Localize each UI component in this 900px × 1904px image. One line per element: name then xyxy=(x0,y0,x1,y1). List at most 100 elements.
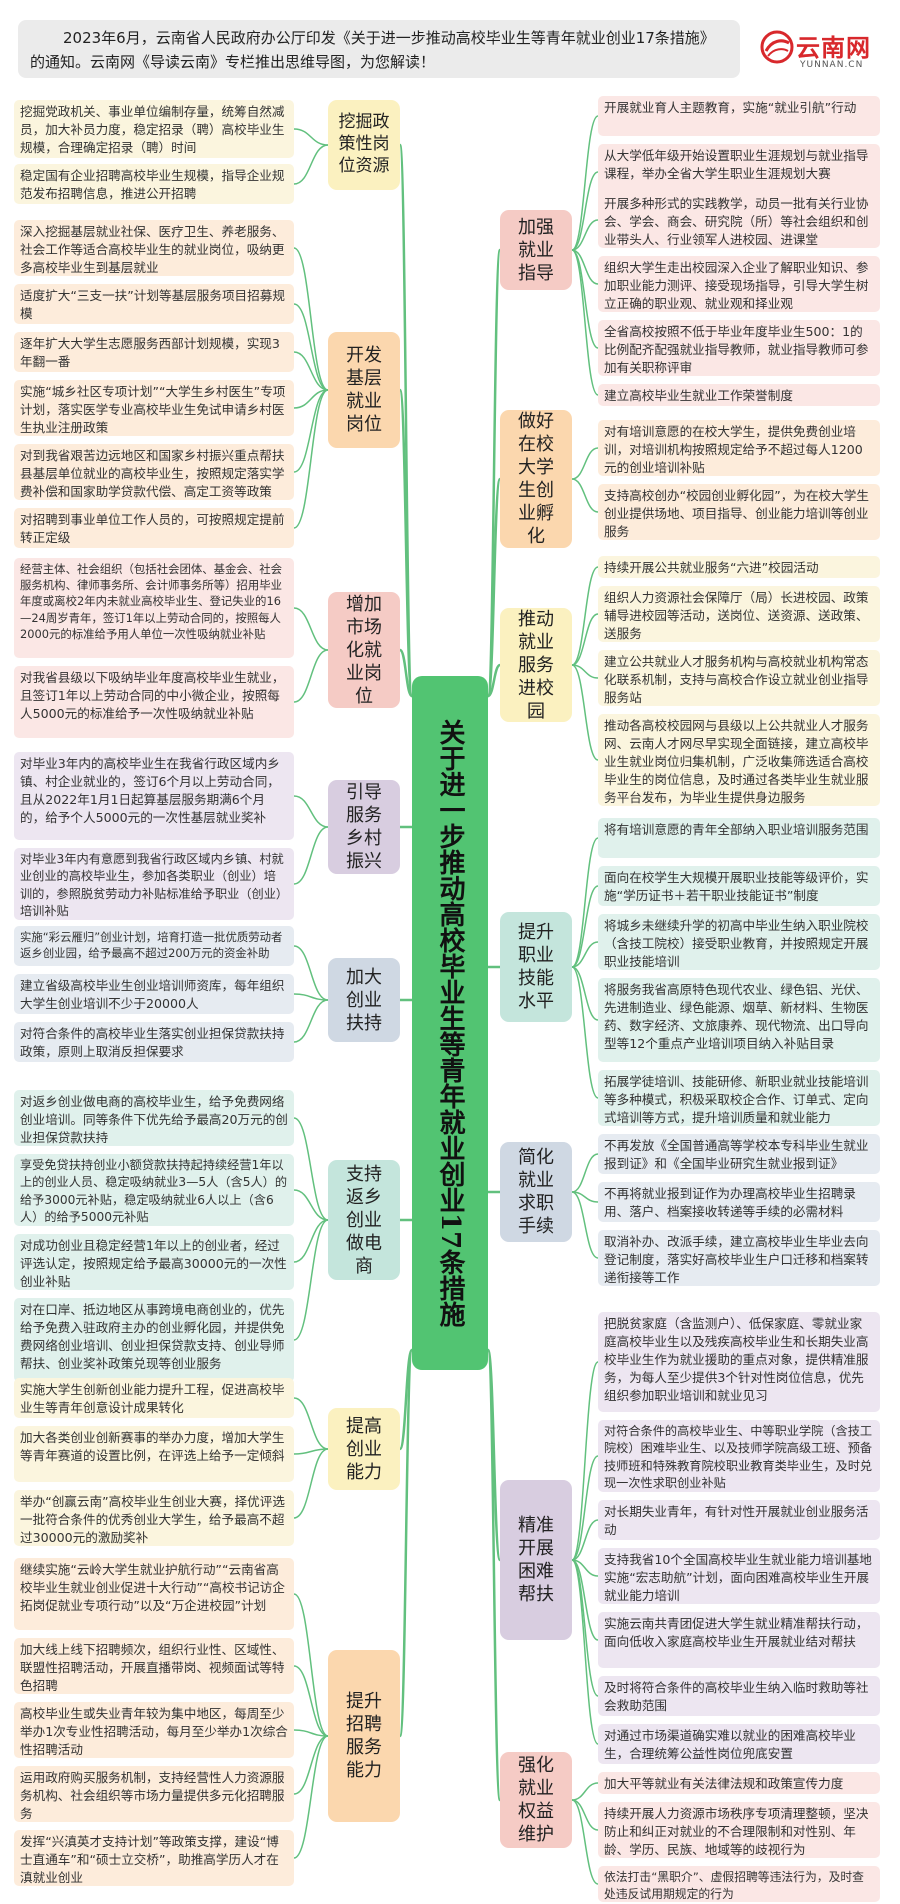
category-node-left-2[interactable]: 开发基层就业岗位 xyxy=(328,332,400,448)
wire-item-right-4-2 xyxy=(571,885,599,968)
policy-item-left-8-4: 运用政府购买服务机制，支持经营性人力资源服务机构、社会组织等市场力量提供多元化招… xyxy=(14,1766,294,1822)
wire-item-right-4-5 xyxy=(571,966,599,1099)
logo-icon xyxy=(760,30,794,64)
policy-item-right-1-3: 开展多种形式的实践教学，动员一批有关行业协会、学会、商会、研究院（所）等社会组织… xyxy=(598,192,880,248)
policy-item-right-5-2: 不再将就业报到证作为办理高校毕业生招聘录用、落户、档案接收转递等手续的必需材料 xyxy=(598,1182,880,1222)
policy-item-right-4-5: 拓展学徒培训、技能研修、新职业就业技能培训等多种模式，积极采取校企合作、订单式、… xyxy=(598,1070,880,1126)
category-node-left-4[interactable]: 引导服务乡村振兴 xyxy=(328,780,400,874)
wire-item-right-5-3 xyxy=(571,1191,599,1259)
wire-item-left-7-3 xyxy=(293,1448,329,1519)
policy-item-right-4-3: 将城乡未继续升学的初高中毕业生纳入职业院校（含技工院校）接受职业教育，并按照规定… xyxy=(598,914,880,970)
wire-item-left-6-1 xyxy=(293,1117,329,1221)
wire-item-right-4-3 xyxy=(571,941,599,968)
wire-item-right-6-2 xyxy=(571,1455,599,1561)
policy-item-left-6-1: 对返乡创业做电商的高校毕业生，给予免费网络创业培训。同等条件下优先给予最高20万… xyxy=(14,1090,294,1146)
wire-item-left-5-1 xyxy=(293,945,329,1001)
wire-item-right-2-1 xyxy=(571,447,599,480)
policy-item-left-7-2: 加大各类创业创新赛事的举办力度，增加大学生等青年赛道的设置比例，在评选上给予一定… xyxy=(14,1426,294,1482)
category-node-left-8[interactable]: 提升招聘服务能力 xyxy=(328,1650,400,1822)
wire-item-left-1-2 xyxy=(293,144,329,185)
wire-item-left-8-4 xyxy=(293,1735,329,1795)
wire-item-left-8-2 xyxy=(293,1665,329,1737)
wire-item-left-1-1 xyxy=(293,128,329,146)
wire-item-right-1-5 xyxy=(571,249,599,349)
wire-item-right-1-2 xyxy=(571,171,599,251)
wire-item-right-6-1 xyxy=(571,1361,599,1561)
wire-item-left-6-3 xyxy=(293,1219,329,1263)
wire-item-right-6-4 xyxy=(571,1559,599,1577)
category-node-right-2[interactable]: 做好在校大学生创业孵化 xyxy=(500,410,572,548)
policy-item-right-1-4: 组织大学生走出校园深入企业了解职业知识、参加职业能力测评、接受现场指导，引导大学… xyxy=(598,256,880,312)
wire-item-left-8-3 xyxy=(293,1729,329,1737)
category-node-left-7[interactable]: 提高创业能力 xyxy=(328,1408,400,1490)
policy-item-left-5-2: 建立省级高校毕业生创业培训师资库，每年组织大学生创业培训不少于20000人 xyxy=(14,974,294,1014)
policy-item-right-2-1: 对有培训意愿的在校大学生，提供免费创业培训，对培训机构按照规定给予不超过每人12… xyxy=(598,420,880,476)
center-title-node: 关于进一步推动高校毕业生等青年就业创业17条措施 xyxy=(412,676,488,1370)
wire-item-right-7-1 xyxy=(571,1782,599,1801)
wire-item-left-6-2 xyxy=(293,1189,329,1221)
wire-item-right-3-3 xyxy=(571,664,599,679)
category-node-left-3[interactable]: 增加市场化就业岗位 xyxy=(328,592,400,708)
policy-item-left-1-1: 挖掘党政机关、事业单位编制存量，统筹自然减员，加大补员力度，稳定招录（聘）高校毕… xyxy=(14,100,294,158)
category-node-right-5[interactable]: 简化就业求职手续 xyxy=(500,1142,572,1242)
policy-item-left-6-2: 享受免贷扶持创业小额贷款扶持起持续经营1年以上的创业人员、稳定吸纳就业3—5人（… xyxy=(14,1154,294,1226)
policy-item-left-3-1: 经营主体、社会组织（包括社会团体、基金会、社会服务机构、律师事务所、会计师事务所… xyxy=(14,558,294,658)
wire-item-left-4-1 xyxy=(293,795,329,828)
policy-item-left-7-3: 举办“创赢云南”高校毕业生创业大赛，择优评选一批符合条件的优秀创业大学生，给予最… xyxy=(14,1490,294,1546)
category-node-right-3[interactable]: 推动就业服务进校园 xyxy=(500,608,572,722)
policy-item-left-3-2: 对我省县级以下吸纳毕业年度高校毕业生就业，且签订1年以上劳动合同的中小微企业，按… xyxy=(14,666,294,738)
policy-item-right-4-2: 面向在校学生大规模开展职业技能等级评价，实施“学历证书＋若干职业技能证书”制度 xyxy=(598,866,880,906)
wire-item-left-6-4 xyxy=(293,1219,329,1341)
policy-item-left-5-1: 实施“彩云雁归”创业计划，培育打造一批优质劳动者返乡创业园，给予最高不超过200… xyxy=(14,926,294,966)
wire-item-right-1-3 xyxy=(571,219,599,251)
policy-item-left-4-1: 对毕业3年内的高校毕业生在我省行政区域内乡镇、村企业就业的，签订6个月以上劳动合… xyxy=(14,752,294,840)
wire-center-left-2 xyxy=(398,388,414,698)
policy-item-left-8-1: 继续实施“云岭大学生就业护航行动”“云南省高校毕业生就业创业促进十大行动”“高校… xyxy=(14,1558,294,1630)
wire-item-right-6-6 xyxy=(571,1559,599,1697)
category-node-left-1[interactable]: 挖掘政策性岗位资源 xyxy=(328,100,400,190)
policy-item-left-5-3: 对符合条件的高校毕业生落实创业担保贷款扶持政策，原则上取消反担保要求 xyxy=(14,1022,294,1062)
policy-item-right-1-1: 开展就业育人主题教育，实施“就业引航”行动 xyxy=(598,96,880,136)
wire-center-left-8 xyxy=(398,1348,414,1738)
policy-item-right-1-6: 建立高校毕业生就业工作荣誉制度 xyxy=(598,384,880,406)
policy-item-right-5-3: 取消补办、改派手续，建立高校毕业生毕业去向登记制度，落实好高校毕业生户口迁移和档… xyxy=(598,1230,880,1286)
wire-item-left-7-2 xyxy=(293,1448,329,1455)
category-node-right-4[interactable]: 提升职业技能水平 xyxy=(500,912,572,1022)
wire-item-right-3-4 xyxy=(571,664,599,761)
policy-item-right-6-6: 及时将符合条件的高校毕业生纳入临时救助等社会救助范围 xyxy=(598,1676,880,1716)
category-node-left-6[interactable]: 支持返乡创业做电商 xyxy=(328,1160,400,1280)
wire-item-right-4-4 xyxy=(571,966,599,1021)
wire-item-right-6-7 xyxy=(571,1559,599,1745)
category-node-right-1[interactable]: 加强就业指导 xyxy=(500,210,572,290)
policy-item-right-3-1: 持续开展公共就业服务“六进”校园活动 xyxy=(598,556,880,578)
policy-item-left-2-1: 深入挖掘基层就业社保、医疗卫生、养老服务、社会工作等适合高校毕业生的就业岗位，吸… xyxy=(14,220,294,276)
wire-item-right-5-1 xyxy=(571,1153,599,1193)
policy-item-left-8-3: 高校毕业生或失业青年较为集中地区，每周至少举办1次专业性招聘活动，每月至少举办1… xyxy=(14,1702,294,1758)
policy-item-right-3-3: 建立公共就业人才服务机构与高校就业机构常态化联系机制，支持与高校合作设立就业创业… xyxy=(598,650,880,706)
category-node-left-5[interactable]: 加大创业扶持 xyxy=(328,958,400,1042)
wire-center-right-7 xyxy=(486,1348,502,1802)
wire-item-right-1-1 xyxy=(571,115,599,251)
policy-item-left-2-4: 实施“城乡社区专项计划”“大学生乡村医生”专项计划，落实医学专业高校毕业生免试申… xyxy=(14,380,294,436)
category-node-right-6[interactable]: 精准开展困难帮扶 xyxy=(500,1480,572,1640)
wire-item-right-7-3 xyxy=(571,1799,599,1885)
policy-item-left-2-6: 对招聘到事业单位工作人员的，可按照规定提前转正定级 xyxy=(14,508,294,548)
policy-item-right-6-3: 对长期失业青年，有针对性开展就业创业服务活动 xyxy=(598,1500,880,1540)
wire-item-right-1-6 xyxy=(571,249,599,396)
policy-item-left-4-2: 对毕业3年内有意愿到我省行政区域内乡镇、村就业创业的高校毕业生，参加各类职业（创… xyxy=(14,848,294,920)
yunnan-net-logo: 云南网 YUNNAN.CN xyxy=(760,22,880,78)
wire-item-left-7-1 xyxy=(293,1397,329,1450)
policy-item-right-1-2: 从大学低年级开始设置职业生涯规划与就业指导课程，举办全省大学生职业生涯规划大赛 xyxy=(598,144,880,200)
logo-subtitle: YUNNAN.CN xyxy=(800,60,864,70)
policy-item-right-4-4: 将服务我省高原特色现代农业、绿色铝、光伏、先进制造业、绿色能源、烟草、新材料、生… xyxy=(598,978,880,1062)
wire-item-right-3-2 xyxy=(571,613,599,666)
category-node-right-7[interactable]: 强化就业权益维护 xyxy=(500,1752,572,1848)
wire-item-left-2-4 xyxy=(293,389,329,409)
wire-item-left-2-5 xyxy=(293,389,329,473)
wire-item-right-3-1 xyxy=(571,566,599,666)
policy-item-left-6-4: 对在口岸、抵边地区从事跨境电商创业的，优先给予免费入驻政府主办的创业孵化园，并提… xyxy=(14,1298,294,1382)
policy-item-right-6-1: 把脱贫家庭（含监测户）、低保家庭、零就业家庭高校毕业生以及残疾高校毕业生和长期失… xyxy=(598,1312,880,1412)
policy-item-right-7-3: 依法打击“黑职介”、虚假招聘等违法行为，及时查处违反试用期规定的行为 xyxy=(598,1866,880,1902)
center-title: 关于进一步推动高校毕业生等青年就业创业17条措施 xyxy=(435,718,465,1328)
